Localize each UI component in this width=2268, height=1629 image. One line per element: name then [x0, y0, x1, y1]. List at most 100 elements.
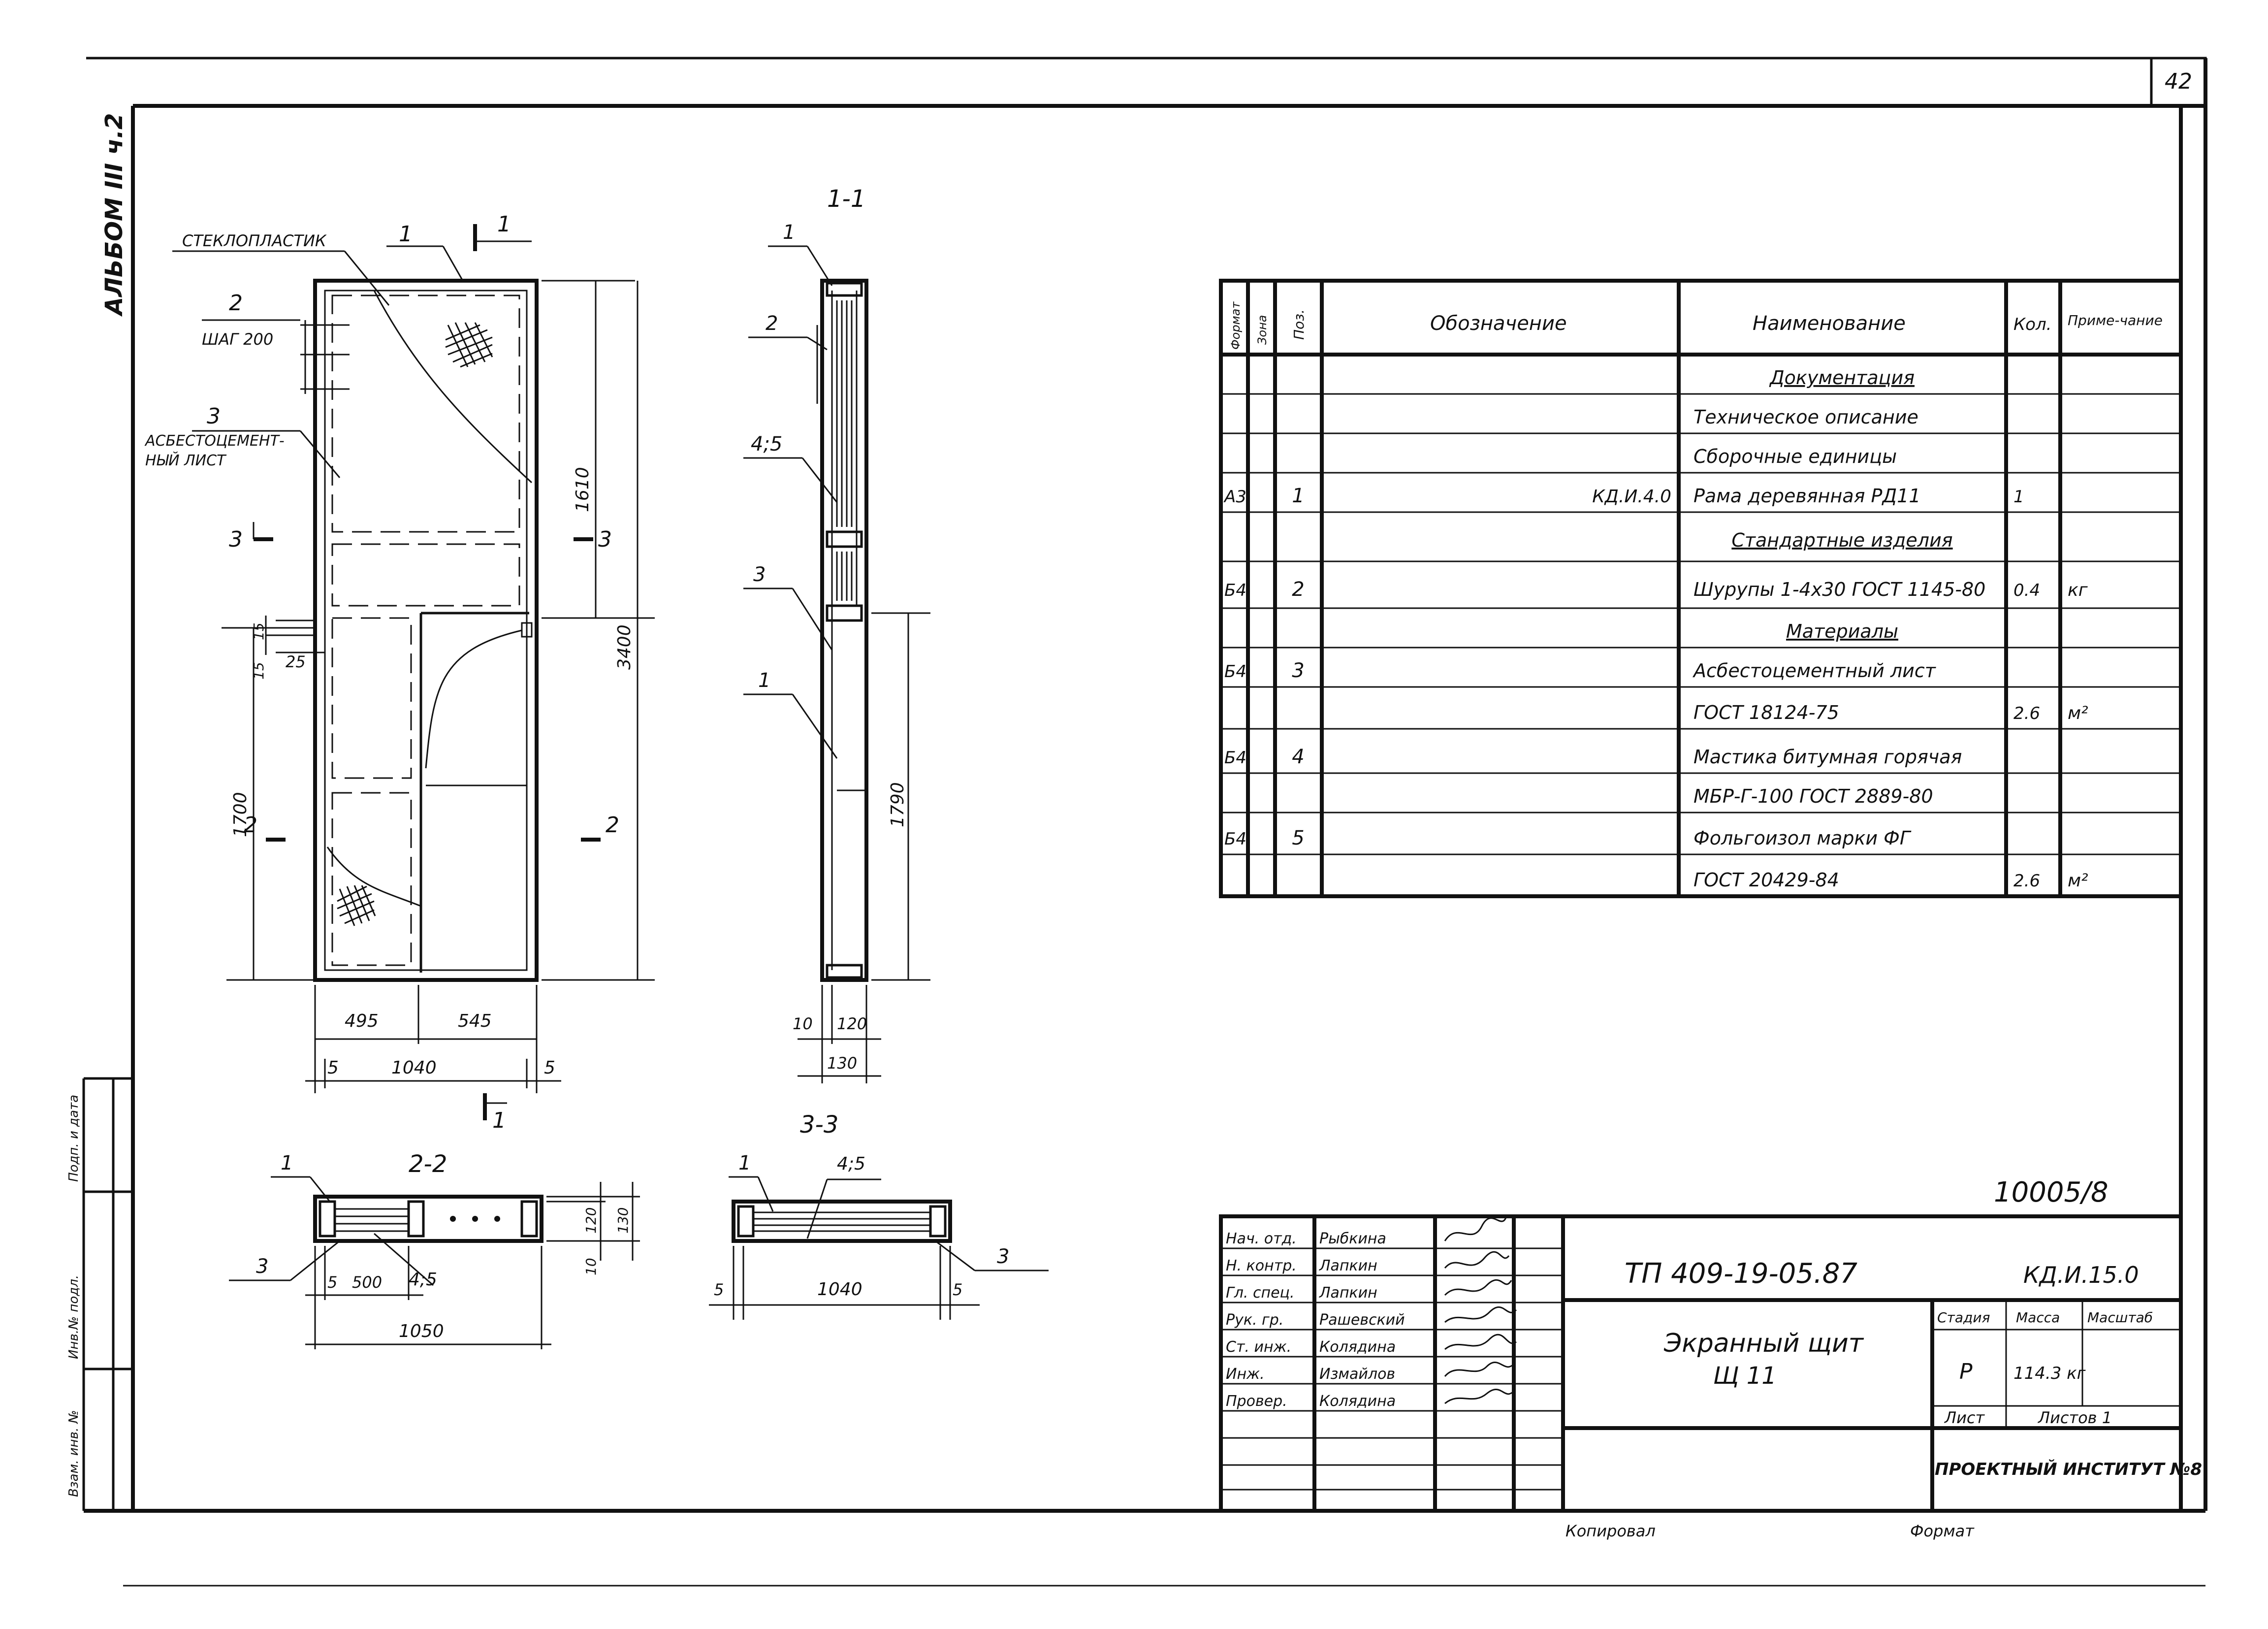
signatory-role: Гл. спец. [1226, 1284, 1294, 1302]
front-dim-h-lower: 1700 [230, 792, 251, 837]
spec-header-qty: Кол. [2013, 315, 2051, 334]
spec-header-name: Наименование [1753, 312, 1906, 335]
signatory-name: Колядина [1319, 1393, 1396, 1410]
spec-cell-qty: 2.6 [2013, 704, 2040, 723]
section-1-1-label-p3: 3 [753, 563, 766, 586]
spec-cell-name: Фольгоизол марки ФГ [1693, 827, 1912, 849]
section-2-2-label-p3: 3 [256, 1255, 268, 1278]
signatory-role: Ст. инж. [1226, 1338, 1291, 1356]
archive-code: 10005/8 [1994, 1176, 2108, 1208]
sheet-frame: 42 Инв.№ подл. Подп. и дата Взам. инв. №… [66, 57, 2207, 1587]
spec-cell-qty: 0.4 [2013, 581, 2040, 600]
section-2-2-dim-5: 5 [327, 1273, 337, 1292]
copied-label: Копировал [1565, 1522, 1656, 1540]
front-sec2-left: 2 [244, 813, 257, 838]
title-row-lines [1221, 1247, 1563, 1491]
front-dim-h-total: 3400 [614, 624, 635, 670]
signatory-role: Нач. отд. [1226, 1230, 1297, 1247]
spec-cell-pos: 2 [1292, 578, 1304, 601]
title-organization: ПРОЕКТНЫЙ ИНСТИТУТ №8 [1935, 1459, 2202, 1479]
title-doc-code: КД.И.15.0 [2023, 1262, 2139, 1288]
side-label-1: Инв.№ подл. [66, 1275, 81, 1359]
section-1-1-dim-130: 130 [827, 1054, 857, 1073]
spec-cell-format: А3 [1223, 487, 1246, 507]
spec-cell-pos: 4 [1292, 746, 1304, 768]
spec-header-pos: Поз. [1291, 309, 1307, 340]
section-1-1-label-p1-top: 1 [783, 221, 795, 244]
front-label-asbestos-1: АСБЕСТОЦЕМЕНТ- [144, 432, 285, 450]
signatory-row: Инж.Измайлов [1226, 1366, 1395, 1383]
spec-row: Техническое описание [1693, 406, 1918, 428]
spec-cell-name: Сборочные единицы [1693, 446, 1897, 467]
section-2-2: 2-2 1 3 4;5 5 500 1050 10 120 130 [229, 1150, 640, 1349]
spec-header-designation: Обозначение [1430, 312, 1567, 335]
section-3-3-title: 3-3 [800, 1111, 838, 1139]
spec-cell-name: Стандартные изделия [1731, 529, 1952, 551]
title-line-2: Щ 11 [1713, 1362, 1777, 1390]
signatory-name: Измайлов [1319, 1366, 1395, 1383]
spec-cell-name: Асбестоцементный лист [1692, 660, 1937, 682]
section-1-1-dim-120: 120 [837, 1014, 867, 1033]
section-3-3-label-p1: 1 [738, 1152, 751, 1174]
title-stage-value: Р [1959, 1359, 1973, 1384]
spec-cell-pos: 3 [1292, 659, 1304, 682]
front-sec1-top: 1 [497, 212, 511, 237]
spec-row: Документация [1769, 367, 1915, 389]
spec-cell-designation: КД.И.4.0 [1592, 487, 1671, 507]
signatory-name: Лапкин [1319, 1284, 1377, 1302]
page-number: 42 [2165, 69, 2192, 94]
front-sec3-right: 3 [598, 527, 612, 552]
spec-cell-format: Б4 [1224, 581, 1246, 600]
title-project-code: ТП 409-19-05.87 [1625, 1258, 1857, 1290]
spec-cell-qty: 2.6 [2013, 871, 2040, 891]
front-label-pos2: 2 [229, 291, 243, 316]
title-sheet-label: Лист [1944, 1408, 1985, 1427]
section-2-2-title: 2-2 [409, 1150, 447, 1178]
section-1-1-label-p2: 2 [766, 312, 778, 335]
section-3-3-label-p45: 4;5 [837, 1154, 865, 1174]
signatory-name: Лапкин [1319, 1257, 1377, 1274]
album-label: АЛЬБОМ III ч.2 [100, 113, 128, 317]
signatory-row: Ст. инж. Колядина [1226, 1338, 1396, 1356]
section-3-3-dim-5b: 5 [953, 1280, 962, 1299]
side-label-2: Подп. и дата [66, 1095, 81, 1182]
spec-cell-note: м² [2068, 871, 2088, 891]
spec-cell-name: Техническое описание [1693, 406, 1918, 428]
front-label-pos1: 1 [399, 222, 413, 247]
section-1-1-dim-h-low: 1790 [888, 782, 908, 827]
front-dim-edge-r: 5 [544, 1058, 555, 1078]
spec-row: Б4 2 Шурупы 1-4х30 ГОСТ 1145-80 0.4 кг [1224, 578, 2088, 601]
front-label-pos3: 3 [207, 404, 221, 429]
signatory-name: Рашевский [1319, 1311, 1405, 1329]
section-2-2-dim-1050: 1050 [399, 1321, 444, 1341]
front-dim-w-left: 495 [345, 1011, 379, 1031]
section-3-3-dim-1040: 1040 [817, 1279, 862, 1300]
spec-table: Формат Зона Поз. Обозначение Наименовани… [1219, 279, 2183, 898]
title-mass-value: 114.3 кг [2013, 1364, 2086, 1383]
signatory-name: Колядина [1319, 1338, 1396, 1356]
section-1-1: 1-1 1 2 4;5 3 1 [743, 185, 930, 1083]
front-label-asbestos-2: НЫЙ ЛИСТ [145, 452, 227, 469]
title-scale-label: Масштаб [2087, 1309, 2153, 1326]
spec-row: Сборочные единицы [1693, 446, 1897, 467]
spec-cell-note: кг [2068, 580, 2088, 600]
side-label-3: Взам. инв. № [66, 1410, 81, 1497]
spec-cell-format: Б4 [1224, 829, 1246, 849]
section-2-2-dim-500: 500 [352, 1273, 382, 1292]
front-dim-w-right: 545 [458, 1011, 492, 1031]
spec-row: МБР-Г-100 ГОСТ 2889-80 [1693, 785, 1933, 807]
spec-cell-name: Документация [1769, 367, 1915, 389]
fiberglass-hatch-lower [337, 885, 376, 926]
spec-header-format: Формат [1229, 301, 1243, 350]
spec-cell-name: Шурупы 1-4х30 ГОСТ 1145-80 [1693, 579, 1985, 600]
title-sheets-label: Листов 1 [2038, 1408, 2112, 1427]
section-3-3-label-p3: 3 [997, 1245, 1009, 1268]
signatory-role: Провер. [1226, 1393, 1287, 1410]
signatory-name: Рыбкина [1319, 1230, 1386, 1247]
